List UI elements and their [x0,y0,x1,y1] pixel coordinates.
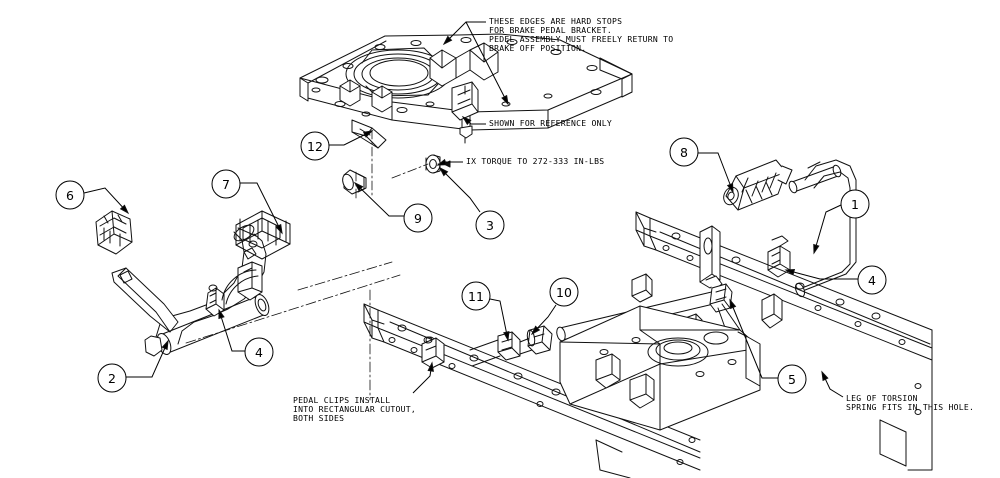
hard-stops-leader-arrow [442,35,453,46]
balloon-leader-arrow-11 [503,331,510,342]
part-11-bushing [497,331,521,361]
reference-only-leader-arrow [461,115,472,126]
balloon-label: 3 [486,218,494,233]
balloon-label: 6 [66,188,74,203]
part-4-clip-left [205,284,225,317]
pedal-clips-leader-arrow [427,361,434,372]
balloon-leader-arrow-9 [353,181,364,192]
balloon-5[interactable]: 5 [777,364,807,394]
balloon-10[interactable]: 10 [549,277,579,307]
balloon-leader-7 [240,182,283,234]
balloon-circle [300,131,330,161]
balloon-leader-arrow-4 [784,268,796,276]
hard-stops-leader-2 [465,21,509,105]
balloon-circle [97,363,127,393]
balloon-leader-5 [729,299,778,379]
balloon-leader-arrow-6 [119,204,130,215]
main-frame-assembly [363,289,783,478]
balloon-leader-2 [126,340,169,378]
balloon-leader-9 [354,182,404,217]
balloon-leader-11 [489,298,509,341]
torsion-spring-note: LEG OF TORSION SPRING FITS IN THIS HOLE. [846,393,975,413]
part-6-pedal-clip [95,210,133,255]
pedal-clip-installed [421,336,445,369]
balloon-circle [244,337,274,367]
balloon-label: 10 [556,285,572,300]
balloon-3[interactable]: 3 [475,210,505,240]
balloon-circle [857,265,887,295]
balloon-label: 4 [255,345,263,360]
balloon-circle [403,203,433,233]
balloon-circle [211,169,241,199]
pedal-clips-note: PEDAL CLIPS INSTALL INTO RECTANGULAR CUT… [293,395,416,424]
balloon-circle [840,189,870,219]
balloon-label: 5 [788,372,796,387]
part-5-collar [709,283,733,313]
balloon-leader-arrow-4 [218,308,225,320]
balloon-leader-arrow-8 [726,182,734,194]
balloon-9[interactable]: 9 [403,203,433,233]
reference-only-note: SHOWN FOR REFERENCE ONLY [489,118,612,128]
balloon-12[interactable]: 12 [300,131,330,161]
balloon-circle [777,364,807,394]
balloon-circle [669,137,699,167]
balloon-label: 1 [851,197,859,212]
balloon-circle [549,277,579,307]
part-4-clip-right [767,235,791,278]
torsion-spring-leader-arrow [821,370,829,382]
balloon-label: 7 [222,177,230,192]
balloon-4[interactable]: 4 [244,337,274,367]
balloon-circle [475,210,505,240]
part-8-torsion-spring [723,159,793,211]
torque-note: IX TORQUE TO 272-333 IN-LBS [466,156,605,166]
balloon-leader-4 [785,269,858,280]
balloon-leader-8 [698,152,734,193]
balloon-11[interactable]: 11 [461,281,491,311]
balloon-leader-arrow-2 [161,339,169,351]
balloon-circle [461,281,491,311]
pedal-clips-leader [412,362,433,394]
balloon-leader-arrow-12 [362,130,374,138]
balloon-label: 2 [108,371,116,386]
balloon-6[interactable]: 6 [55,180,85,210]
balloon-label: 4 [868,273,876,288]
balloon-leader-arrow-1 [813,243,820,255]
balloon-label: 12 [307,139,323,154]
hard-stops-leader-2-arrow [501,94,509,106]
balloon-7[interactable]: 7 [211,169,241,199]
balloon-circle [55,180,85,210]
balloon-8[interactable]: 8 [669,137,699,167]
balloon-leader-12 [329,130,373,146]
balloon-leader-6 [83,187,129,214]
balloon-leader-arrow-5 [729,298,737,310]
balloon-1[interactable]: 1 [840,189,870,219]
balloon-label: 8 [680,145,688,160]
pedal-arm-assembly [95,210,401,357]
balloon-leader-4 [218,309,245,352]
hard-stops-note: THESE EDGES ARE HARD STOPS FOR BRAKE PED… [489,16,674,54]
balloon-label: 9 [414,211,422,226]
part-1-brake-rod [794,159,857,298]
right-rod-assembly [556,159,933,471]
balloon-leader-3 [439,167,481,213]
torque-leader-arrow [436,158,448,166]
balloon-4[interactable]: 4 [857,265,887,295]
balloon-leader-arrow-7 [275,223,283,235]
balloon-leader-arrow-3 [438,166,449,177]
balloon-leader-1 [813,204,842,254]
balloon-2[interactable]: 2 [97,363,127,393]
balloon-leader-arrow-10 [530,325,541,336]
balloon-label: 11 [468,289,484,304]
